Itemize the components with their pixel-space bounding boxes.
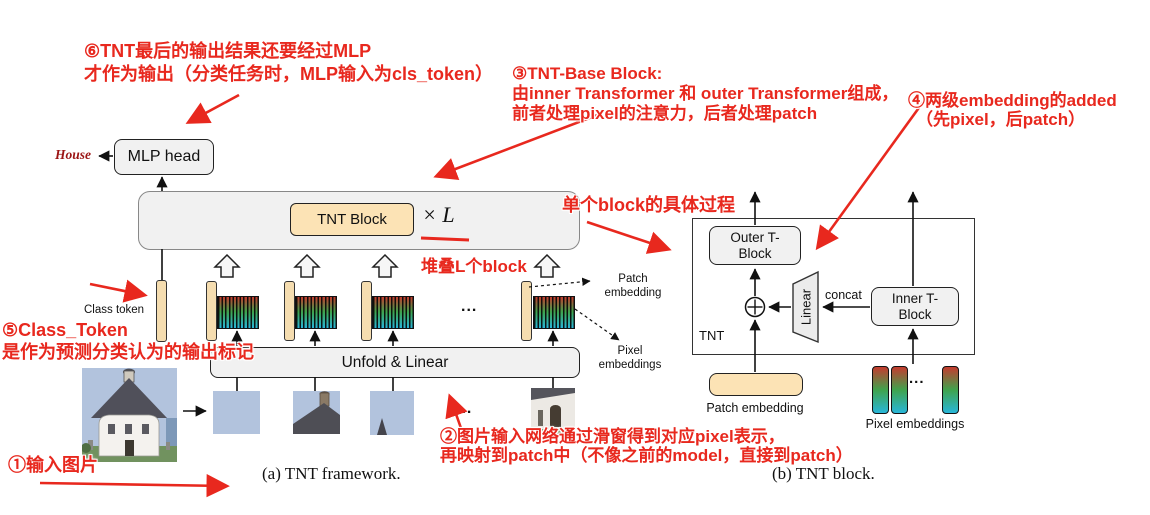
class-token-bar <box>156 280 167 342</box>
annotation-step6: ⑥TNT最后的输出结果还要经过MLP 才作为输出（分类任务时，MLP输入为cls… <box>84 40 493 86</box>
roof-patch-icon <box>293 391 340 434</box>
annotation-stack-blocks: 堆叠L个block <box>421 257 527 276</box>
wall-patch-icon <box>531 388 575 434</box>
patch-embedding-label: Patch embedding <box>604 273 662 300</box>
pixel-embedding-block <box>295 296 337 329</box>
annotation-step4-line2: （先pixel，后patch） <box>916 110 1086 129</box>
concat-label: concat <box>825 288 862 302</box>
pixel-bars-ellipsis: ... <box>909 370 925 387</box>
block-arrow-icon <box>533 253 561 278</box>
annotation-step5-line1: ⑤Class_Token <box>2 320 128 340</box>
pixel-embedding-bar <box>942 366 959 414</box>
times-l-label: × L <box>422 202 455 227</box>
annotation-step3: ③TNT-Base Block: 由inner Transformer 和 ou… <box>512 64 898 124</box>
patch-embedding-token <box>709 373 803 396</box>
tokens-ellipsis: ... <box>461 298 478 315</box>
input-house-image <box>81 368 177 462</box>
annotation-step3-line3: 前者处理pixel的注意力，后者处理patch <box>512 104 818 123</box>
block-arrow-icon <box>371 253 399 278</box>
patch-embedding-label-b: Patch embedding <box>706 401 804 415</box>
annotation-step6-line1: ⑥TNT最后的输出结果还要经过MLP <box>84 41 372 61</box>
image-patch-spire <box>370 391 414 435</box>
patch-embedding-pointer <box>528 277 591 288</box>
block-arrow-icon <box>293 253 321 278</box>
annotation-step3-line1: ③TNT-Base Block: <box>512 64 663 83</box>
annotation-step4-line1: ④两级embedding的added <box>908 91 1117 110</box>
annotation-step2-line1: ②图片输入网络通过滑窗得到对应pixel表示， <box>440 427 785 446</box>
annotation-step2: ②图片输入网络通过滑窗得到对应pixel表示， 再映射到patch中（不像之前的… <box>440 427 853 465</box>
tnt-label: TNT <box>699 328 725 343</box>
pixel-embedding-block <box>372 296 414 329</box>
patch-embedding-bar <box>521 281 532 341</box>
pixel-embedding-bar <box>872 366 889 414</box>
annotation-step5-line2: 是作为预测分类认为的输出标记 <box>2 342 254 362</box>
step1-arrow <box>39 473 230 498</box>
pixel-embedding-block <box>217 296 259 329</box>
tnt-block-box: TNT Block <box>290 203 414 236</box>
unfold-linear-box: Unfold & Linear <box>210 347 580 378</box>
outer-t-block-box: Outer T-Block <box>709 226 801 265</box>
annotation-step1: ①输入图片 <box>8 455 98 475</box>
caption-block: (b) TNT block. <box>772 464 875 483</box>
annotation-step6-line2: 才作为输出（分类任务时，MLP输入为cls_token） <box>84 64 494 84</box>
house-prediction-label: House <box>55 147 92 162</box>
block-arrow-icon <box>213 253 241 278</box>
block-process-arrow <box>586 220 672 254</box>
annotation-step5: ⑤Class_Token 是作为预测分类认为的输出标记 <box>2 319 254 363</box>
house-photo-icon <box>81 368 177 462</box>
mlp-head-box: MLP head <box>114 139 214 175</box>
annotation-step2-line2: 再映射到patch中（不像之前的model，直接到patch） <box>440 446 853 465</box>
annotation-step4: ④两级embedding的added （先pixel，后patch） <box>908 91 1117 129</box>
pixel-embedding-pointer <box>574 308 620 341</box>
pixel-embedding-block <box>533 296 575 329</box>
patch-embedding-bar <box>284 281 295 341</box>
pixel-embedding-bar <box>891 366 908 414</box>
patch-embedding-bar <box>361 281 372 341</box>
step6-arrow <box>185 93 240 124</box>
step5-arrow <box>89 279 148 303</box>
annotation-block-process: 单个block的具体过程 <box>562 195 736 215</box>
inner-t-block-box: Inner T-Block <box>871 287 959 326</box>
image-patch-roof <box>293 391 340 434</box>
patch-embedding-bar <box>206 281 217 341</box>
annotation-step3-line2: 由inner Transformer 和 outer Transformer组成… <box>512 84 899 103</box>
caption-framework: (a) TNT framework. <box>262 464 401 483</box>
image-patch-sky <box>213 391 260 434</box>
image-patch-wall <box>531 388 575 434</box>
patches-ellipsis: ... <box>456 400 473 417</box>
pixel-embeddings-label-b: Pixel embeddings <box>865 417 965 431</box>
spire-patch-icon <box>370 391 414 435</box>
pixel-embeddings-label: Pixel embeddings <box>598 345 662 372</box>
class-token-label: Class token <box>84 304 145 316</box>
